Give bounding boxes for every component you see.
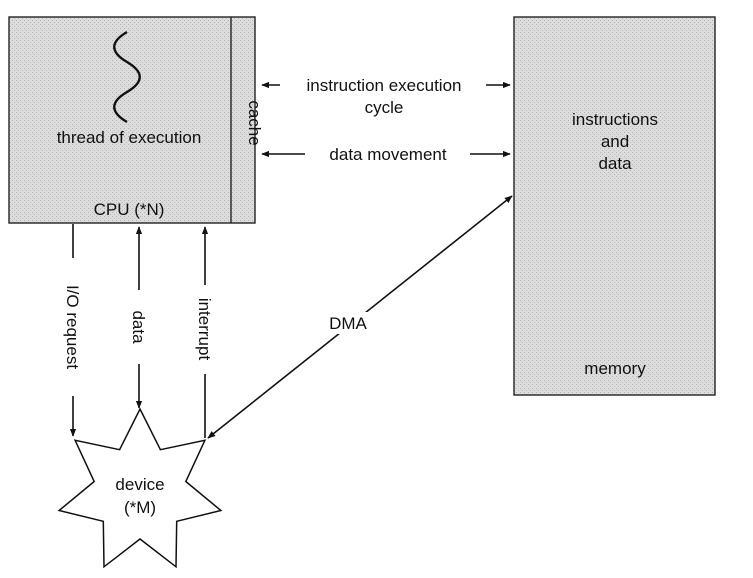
- memory-box: instructions and data memory: [513, 16, 716, 396]
- memory-label: memory: [584, 359, 646, 378]
- wavy-thread-icon: [113, 30, 141, 124]
- device-label-line1: device: [115, 475, 164, 494]
- memory-content-line1: instructions: [572, 110, 658, 129]
- io-request-label: I/O request: [63, 285, 82, 369]
- dma-arrow: DMA: [207, 195, 513, 439]
- memory-content-line2: and: [601, 132, 629, 151]
- data-movement-label: data movement: [329, 145, 446, 164]
- cpu-box: thread of execution CPU (*N) cache: [8, 16, 264, 224]
- data-movement-arrow: data movement: [261, 145, 511, 164]
- interrupt-arrow: interrupt: [195, 226, 214, 438]
- data-arrow: data: [129, 226, 148, 409]
- dma-label: DMA: [329, 314, 367, 333]
- cache-label: cache: [245, 100, 264, 145]
- thread-of-execution-label: thread of execution: [57, 128, 202, 147]
- instruction-cycle-arrow: instruction execution cycle: [261, 76, 511, 117]
- instruction-cycle-label-line1: instruction execution: [307, 76, 462, 95]
- device-star: device (*M): [57, 407, 223, 569]
- interrupt-label: interrupt: [195, 298, 214, 361]
- io-request-arrow: I/O request: [63, 224, 82, 437]
- data-label: data: [129, 310, 148, 344]
- memory-content-line3: data: [598, 154, 632, 173]
- cpu-label: CPU (*N): [94, 200, 165, 219]
- device-label-line2: (*M): [124, 498, 156, 517]
- instruction-cycle-label-line2: cycle: [365, 98, 404, 117]
